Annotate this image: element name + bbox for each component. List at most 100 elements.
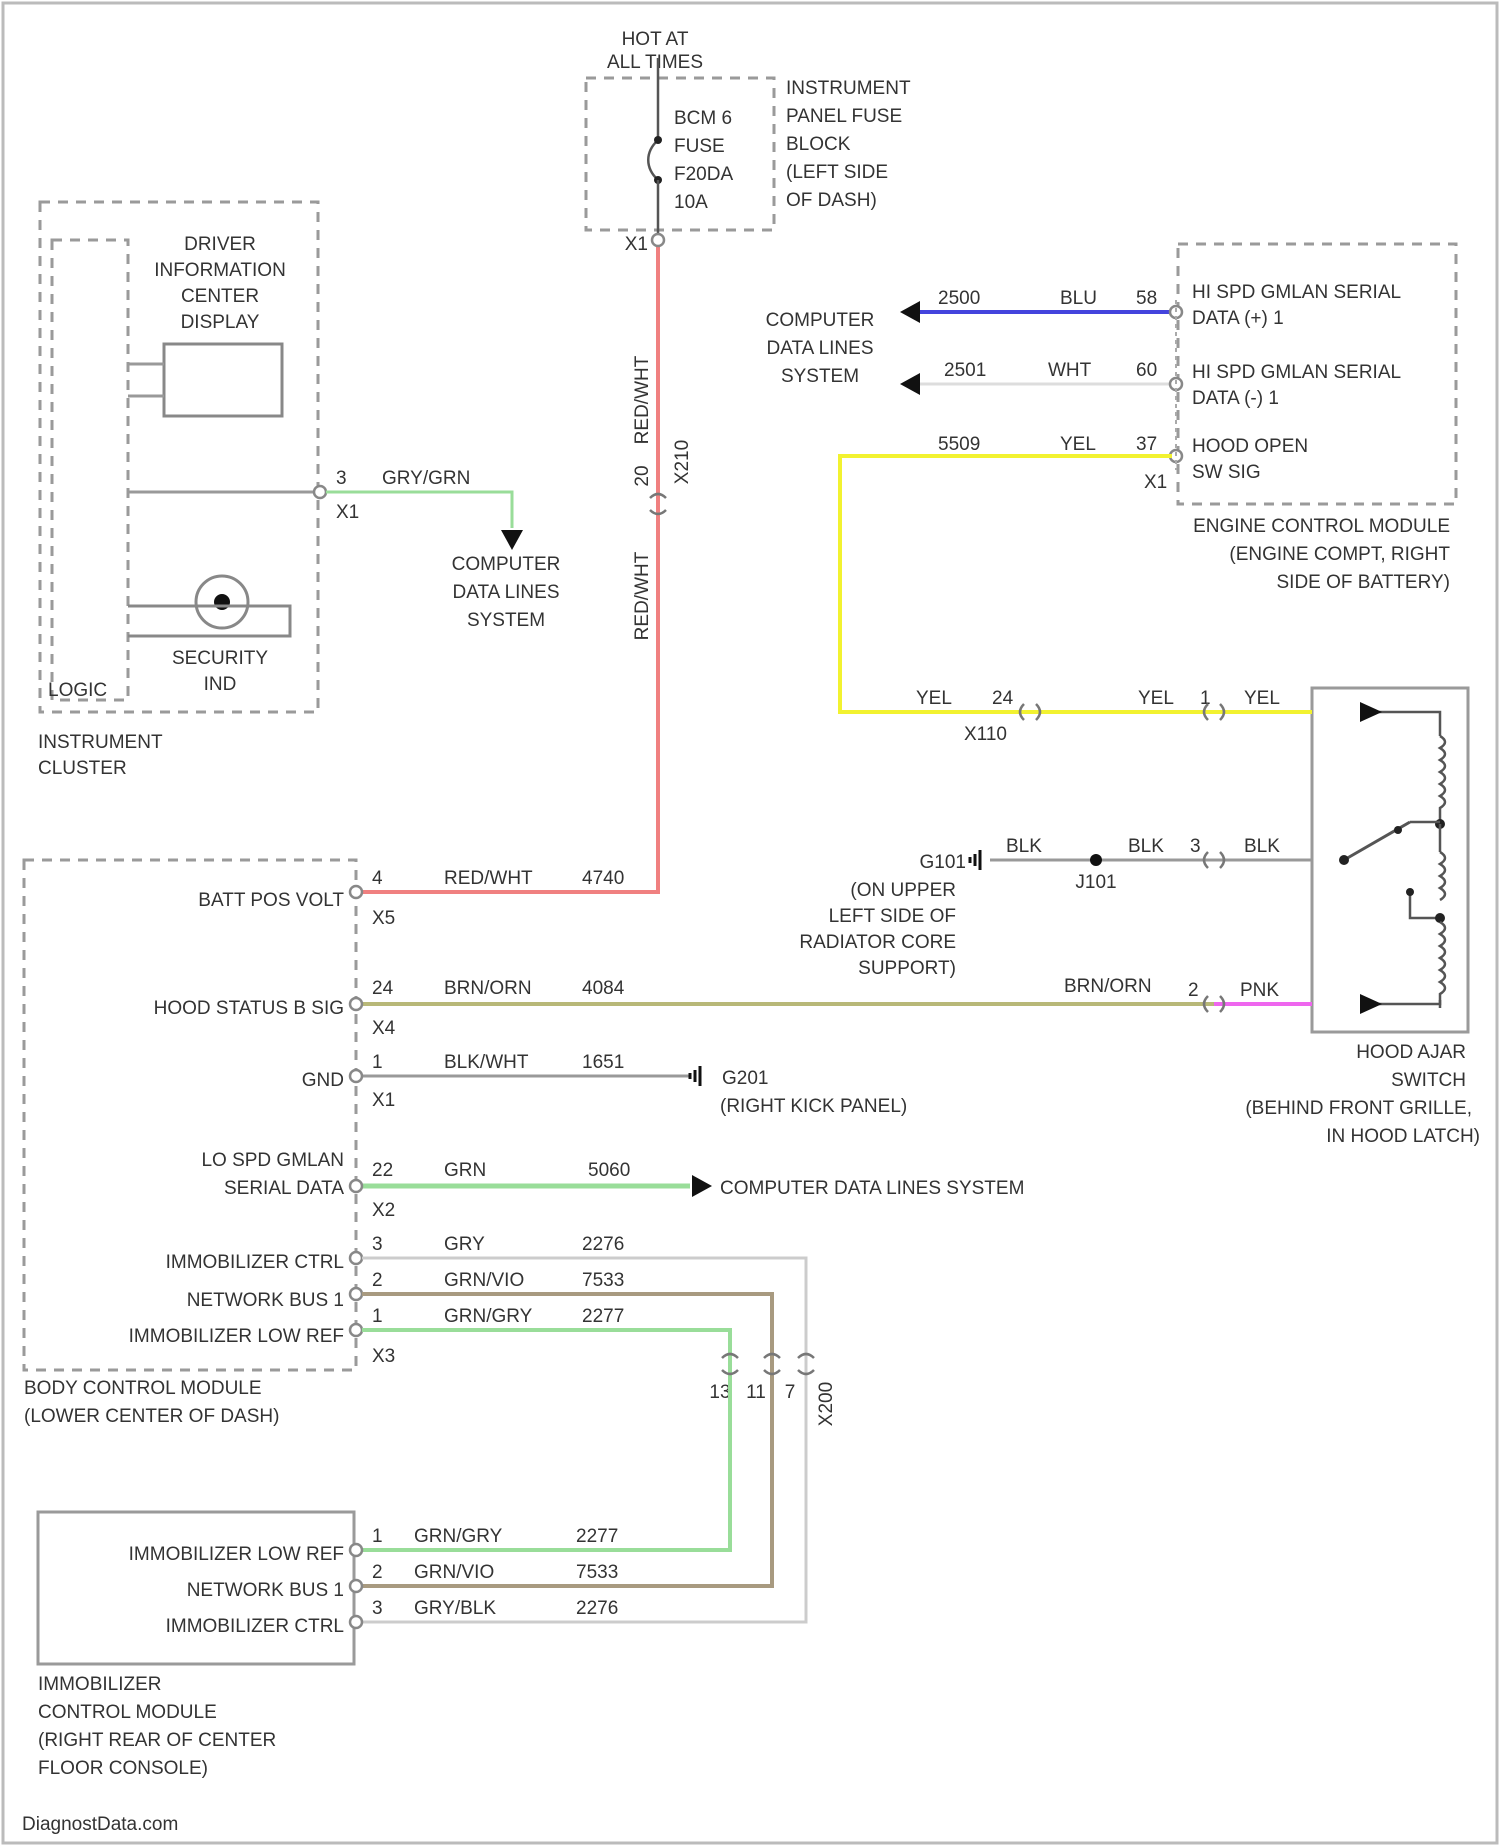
switch-name-2: SWITCH	[1391, 1070, 1466, 1091]
switch-yel-right: YEL	[1244, 688, 1280, 709]
immobilizer-row-label: IMMOBILIZER LOW REF	[129, 1544, 344, 1565]
bcm-row-label: BATT POS VOLT	[198, 890, 344, 911]
immobilizer-terminal	[350, 1616, 362, 1628]
fuse-block-pin: X1	[625, 234, 648, 255]
hood-ajar-switch: YEL 24 X110 YEL 1 YEL G101 BLK J101 BLK …	[799, 688, 1480, 1147]
g201-ground-icon	[690, 1066, 700, 1086]
riser-lower-color: RED/WHT	[632, 551, 653, 640]
hot-at-label: HOT AT	[622, 29, 689, 50]
immobilizer-row-label: IMMOBILIZER CTRL	[166, 1616, 344, 1637]
switch-pivot-icon	[1339, 855, 1349, 865]
fuse-block-name-3: BLOCK	[786, 134, 851, 155]
x200-pin: 11	[746, 1382, 766, 1403]
bcm-terminal	[350, 1324, 362, 1336]
x200-label: X200	[816, 1382, 837, 1426]
bcm-row-color: GRN	[444, 1160, 486, 1181]
bcm-row-label: HOOD STATUS B SIG	[154, 998, 344, 1019]
riser-connector: X210	[672, 440, 693, 484]
cluster-pin-number: 3	[336, 468, 347, 489]
switch-x110-pin: 24	[992, 688, 1014, 709]
bcm-row-conn: X2	[372, 1200, 395, 1221]
switch-pin3: 3	[1190, 836, 1201, 857]
ecm-row-color: YEL	[1060, 434, 1096, 455]
immobilizer-row-circuit: 2276	[576, 1598, 618, 1619]
ecm-name-3: SIDE OF BATTERY)	[1277, 572, 1451, 593]
ecm-dest-2: DATA LINES	[767, 338, 874, 359]
immobilizer-row-pin: 3	[372, 1598, 383, 1619]
bcm-row-label-2: SERIAL DATA	[224, 1178, 344, 1199]
immo-row-label: IMMOBILIZER LOW REF	[129, 1326, 344, 1347]
bcm-row-pin: 1	[372, 1052, 383, 1073]
immo-row-circuit: 2277	[582, 1306, 624, 1327]
immobilizer-row-circuit: 7533	[576, 1562, 618, 1583]
cluster-logic-outline	[52, 240, 128, 700]
switch-name-3: (BEHIND FRONT GRILLE,	[1245, 1098, 1472, 1119]
immo-row-label: NETWORK BUS 1	[187, 1290, 344, 1311]
switch-coil-upper-icon	[1440, 736, 1445, 822]
bcm-row-color: RED/WHT	[444, 868, 533, 889]
bcm-row-circuit: 5060	[588, 1160, 630, 1181]
ecm-name-2: (ENGINE COMPT, RIGHT	[1229, 544, 1450, 565]
riser-pin: 20	[632, 465, 653, 486]
immo-row-pin: 2	[372, 1270, 383, 1291]
ecm-row-label: HI SPD GMLAN SERIAL	[1192, 362, 1401, 383]
switch-yel-left: YEL	[916, 688, 952, 709]
switch-out-arrow-icon	[1360, 994, 1382, 1014]
immobilizer-name-4: FLOOR CONSOLE)	[38, 1758, 208, 1779]
cluster-name: INSTRUMENT	[38, 732, 163, 753]
bcm-row-circuit: 1651	[582, 1052, 624, 1073]
security-led-icon	[214, 594, 230, 610]
ecm-row-circuit: 5509	[938, 434, 980, 455]
immo-connector: X3	[372, 1346, 395, 1367]
cluster-dest-2: DATA LINES	[453, 582, 560, 603]
fuse-block-loc-2: OF DASH)	[786, 190, 877, 211]
immo-row-color: GRN/VIO	[444, 1270, 524, 1291]
x200-pin: 13	[709, 1382, 730, 1403]
immo-row-color: GRN/GRY	[444, 1306, 533, 1327]
red-riser: RED/WHT RED/WHT X210 20	[632, 355, 693, 640]
immobilizer-terminal	[350, 1580, 362, 1592]
fuse-name: BCM 6	[674, 108, 732, 129]
cluster-terminal	[314, 486, 326, 498]
bcm-terminal	[350, 886, 362, 898]
cluster-connector: X1	[336, 502, 359, 523]
dic-label-4: DISPLAY	[181, 312, 260, 333]
switch-mid-contact-icon	[1394, 826, 1402, 834]
ecm-row-pin: 60	[1136, 360, 1157, 381]
immobilizer-row-color: GRN/VIO	[414, 1562, 494, 1583]
security-wires	[128, 606, 290, 636]
immo-row-pin: 1	[372, 1306, 383, 1327]
immobilizer-module: IMMOBILIZER LOW REF 1 GRN/GRY 2277 NETWO…	[38, 1512, 618, 1779]
bcm-name: BODY CONTROL MODULE	[24, 1378, 262, 1399]
footer-watermark: DiagnostData.com	[22, 1814, 178, 1835]
ecm-row-label: HI SPD GMLAN SERIAL	[1192, 282, 1401, 303]
bcm-terminal	[350, 998, 362, 1010]
bcm-terminal	[350, 1180, 362, 1192]
blu-dest-arrow-icon	[900, 301, 920, 323]
bcm-row-circuit: 4084	[582, 978, 625, 999]
cluster-dest-arrow-icon	[501, 530, 523, 550]
splice-dot-icon	[1090, 854, 1102, 866]
immo-row-circuit: 2276	[582, 1234, 624, 1255]
switch-pin2: 2	[1188, 980, 1199, 1001]
gnd-dest-2: (RIGHT KICK PANEL)	[720, 1096, 907, 1117]
fuse-element	[648, 140, 658, 180]
switch-aux-line	[1410, 892, 1440, 918]
bcm-row-pin: 22	[372, 1160, 393, 1181]
ground-location: (ON UPPER	[850, 880, 956, 901]
switch-yel-mid: YEL	[1138, 688, 1174, 709]
immobilizer-row-label: NETWORK BUS 1	[187, 1580, 344, 1601]
wht-dest-arrow-icon	[900, 373, 920, 395]
bcm-name-2: (LOWER CENTER OF DASH)	[24, 1406, 279, 1427]
dic-label-2: INFORMATION	[154, 260, 286, 281]
all-times-label: ALL TIMES	[607, 52, 703, 73]
fuse-rating: 10A	[674, 192, 708, 213]
fuse-block-name-2: PANEL FUSE	[786, 106, 902, 127]
g101-ground-icon	[970, 850, 980, 870]
fuse-output-terminal	[652, 234, 664, 246]
security-label: SECURITY	[172, 648, 268, 669]
ecm-dest-3: SYSTEM	[781, 366, 859, 387]
x200-pin: 7	[785, 1382, 796, 1403]
ecm-row-circuit: 2501	[944, 360, 986, 381]
splice-id: J101	[1075, 872, 1116, 893]
